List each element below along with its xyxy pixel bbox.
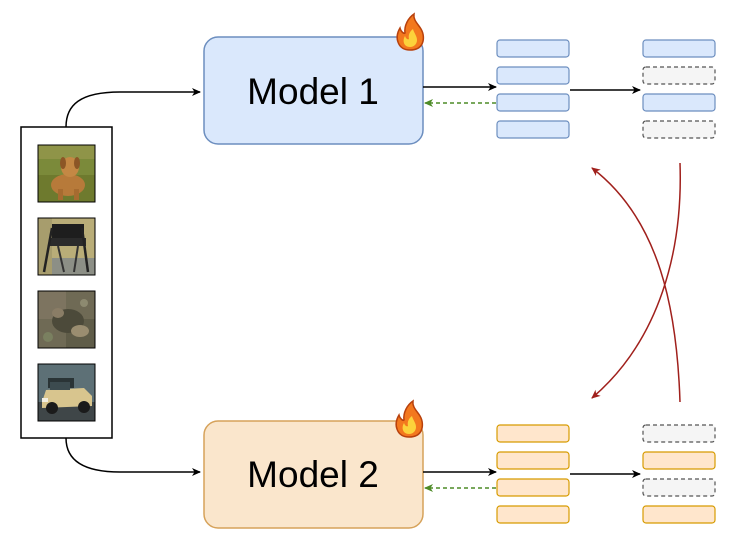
model-2-feature xyxy=(496,424,570,443)
car-image-border xyxy=(37,363,96,422)
model-2-feature xyxy=(496,451,570,470)
model-2-selected-feature xyxy=(642,451,716,470)
model-1-selected-feature xyxy=(642,39,716,58)
model-2-feature xyxy=(496,505,570,524)
model-1-box xyxy=(203,36,424,145)
dog-image xyxy=(38,145,95,202)
model-1-features xyxy=(496,39,570,139)
model-2-feature xyxy=(496,478,570,497)
input-batch xyxy=(20,126,113,439)
model-2-features xyxy=(496,424,570,524)
model-2-label: Model 2 xyxy=(247,454,379,495)
model-1-label: Model 1 xyxy=(247,71,379,112)
car-image xyxy=(38,364,95,421)
model-1-selected-masked-feature xyxy=(642,120,716,139)
model-1-selected-masked-feature xyxy=(642,66,716,85)
input-to-model-2-arrow xyxy=(65,437,201,476)
frog-image-border xyxy=(37,290,96,349)
model-2: Model 2 xyxy=(203,399,424,529)
fire-icon xyxy=(396,12,425,51)
chair-image xyxy=(38,218,95,275)
model-1-feature xyxy=(496,39,570,58)
cross-arrow-to-model-1 xyxy=(591,167,681,403)
frog-image xyxy=(38,291,95,348)
model-2-selected-feature xyxy=(642,505,716,524)
model-1-selected-feature xyxy=(642,93,716,112)
model-1-feature xyxy=(496,120,570,139)
model-2-selected-masked-feature xyxy=(642,424,716,443)
fire-icon xyxy=(395,399,424,438)
model-1-selected-features xyxy=(642,39,716,139)
input-to-model-1-arrow xyxy=(65,88,201,128)
model-2-selected-features xyxy=(642,424,716,524)
cross-arrow-to-model-2 xyxy=(591,162,682,399)
dog-image-border xyxy=(37,144,96,203)
model-1-feature xyxy=(496,66,570,85)
model-2-box xyxy=(203,420,424,529)
chair-image-border xyxy=(37,217,96,276)
model-2-selected-masked-feature xyxy=(642,478,716,497)
model-1: Model 1 xyxy=(203,12,425,145)
model-1-feature xyxy=(496,93,570,112)
